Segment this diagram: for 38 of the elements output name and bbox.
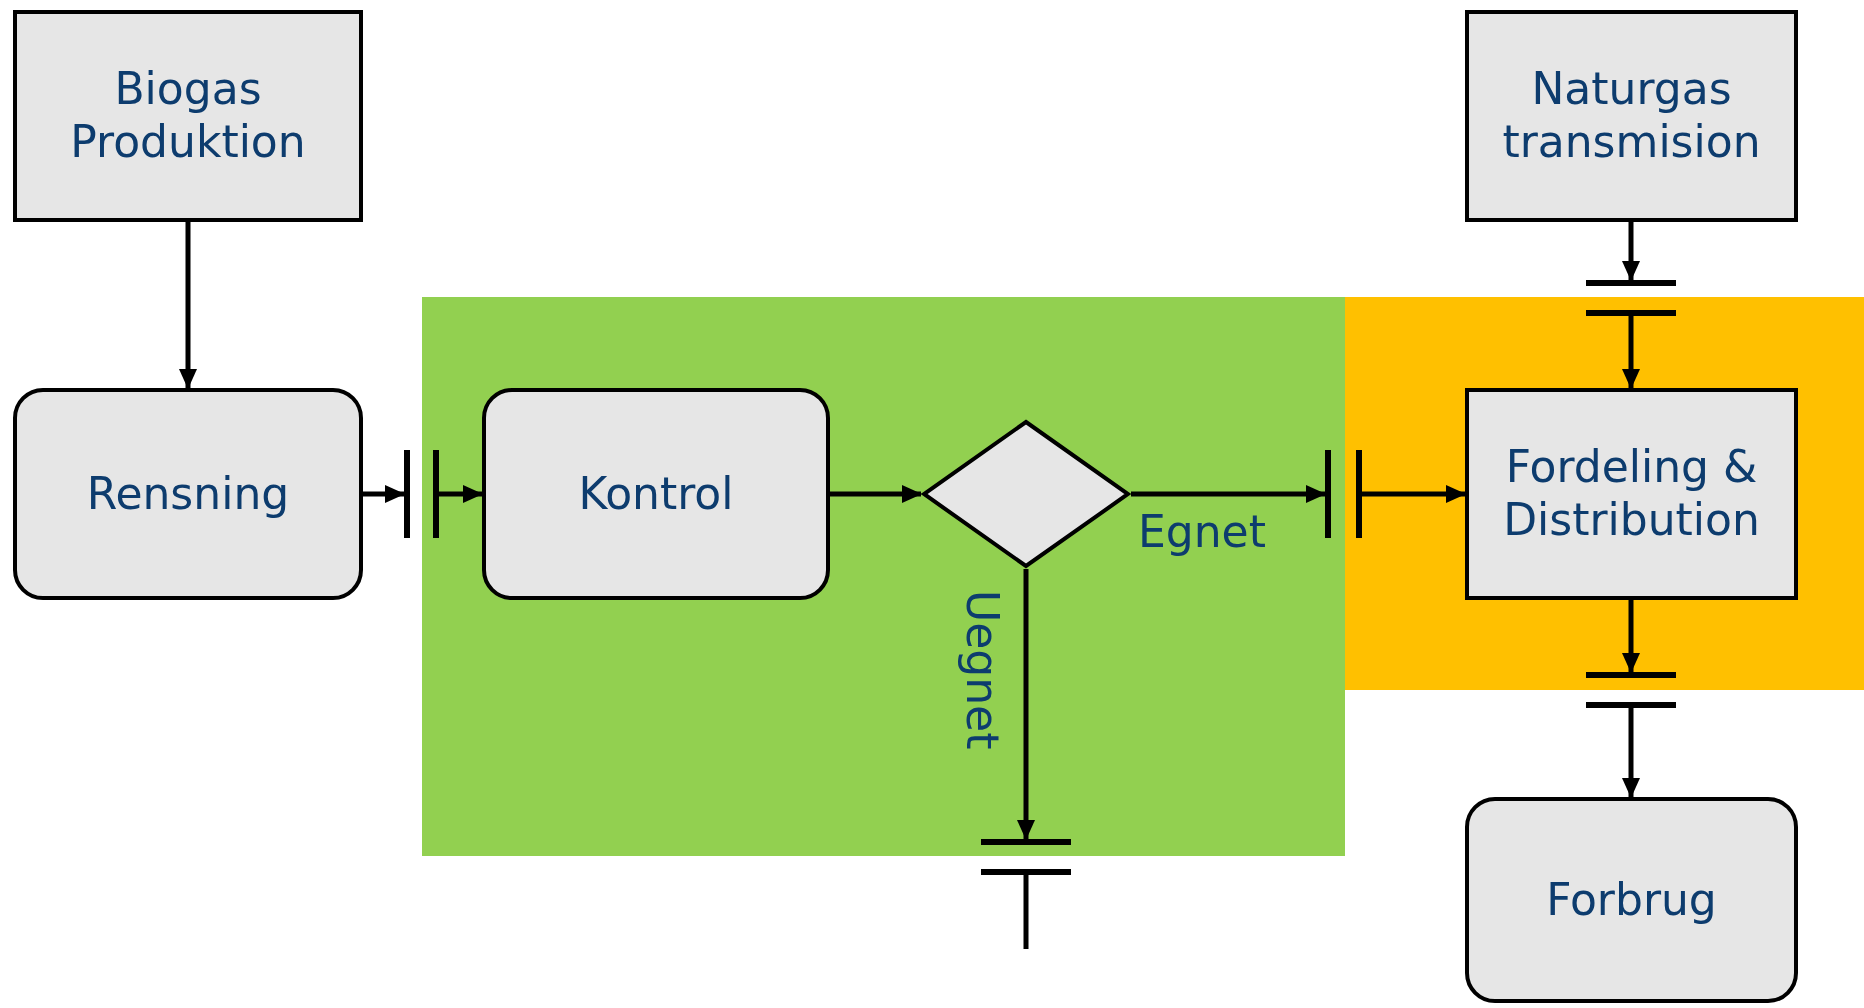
highlight-band: [422, 297, 1345, 856]
arrow: [1622, 600, 1640, 673]
coupling-bar: [1586, 280, 1676, 286]
arrow: [1622, 222, 1640, 281]
end-cap-symbol: [981, 869, 1071, 949]
coupling-bar: [1586, 672, 1676, 678]
arrow: [1017, 569, 1035, 840]
arrow: [439, 485, 483, 503]
node-label: Kontrol: [577, 467, 735, 521]
coupling-bar: [1356, 450, 1362, 538]
node-label: Biogas Produktion: [69, 63, 307, 169]
process-box: [13, 10, 363, 222]
node-label: Forbrug: [1545, 873, 1718, 927]
node-label: Fordeling & Distribution: [1502, 441, 1761, 547]
coupling-bar: [433, 450, 439, 538]
process-box: [1465, 388, 1798, 600]
arrow: [1131, 485, 1326, 503]
coupling-bar: [404, 450, 410, 538]
arrow: [1622, 708, 1640, 798]
highlight-band: [1345, 297, 1864, 690]
edge-label: Uegnet: [958, 590, 1007, 750]
coupling-bar: [1325, 450, 1331, 538]
process-box: [1465, 10, 1798, 222]
coupling-bar: [1586, 702, 1676, 708]
arrow: [363, 485, 405, 503]
rounded-process-box: [13, 388, 363, 600]
arrow: [179, 222, 197, 389]
rounded-process-box: [482, 388, 830, 600]
node-label: Rensning: [85, 467, 291, 521]
coupling-bar: [1586, 310, 1676, 316]
edge-label: Egnet: [1138, 508, 1266, 557]
arrow: [1362, 485, 1466, 503]
coupling-bar: [981, 839, 1071, 845]
rounded-process-box: [1465, 797, 1798, 1003]
node-label: Naturgas transmision: [1501, 63, 1762, 169]
decision-diamond: [921, 419, 1131, 569]
arrow: [830, 485, 922, 503]
arrow: [1622, 316, 1640, 389]
